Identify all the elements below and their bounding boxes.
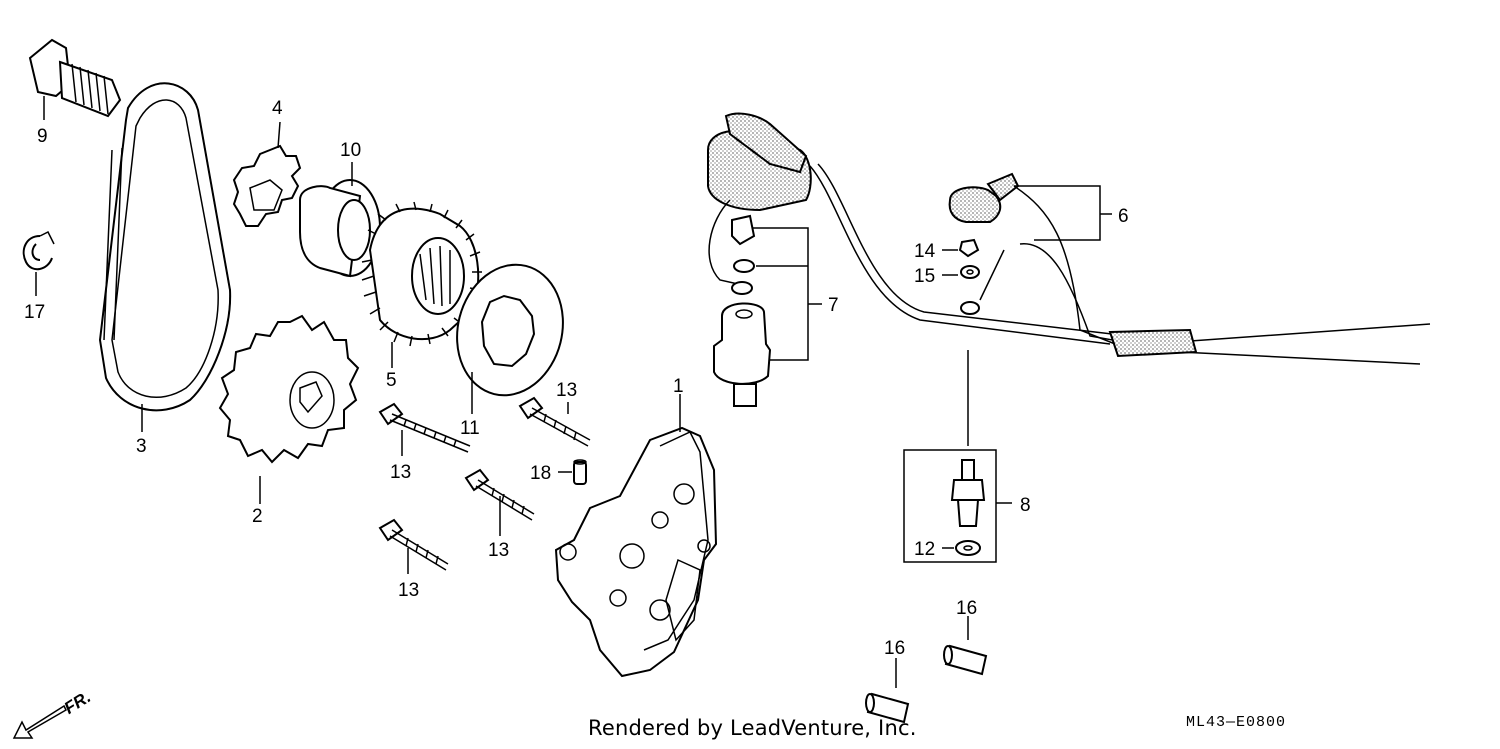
callout-13: 13: [398, 580, 419, 601]
callout-14: 14: [914, 241, 936, 262]
oil-pump-part[interactable]: [554, 426, 718, 678]
washer-part[interactable]: [960, 265, 980, 279]
callout-labels: 1 2 3 4 5 6 7 8 9 10 11 12 13 13 13 13 1…: [24, 98, 1129, 659]
render-credit: Rendered by LeadVenture, Inc.: [588, 716, 917, 740]
neutral-switch-part[interactable]: [903, 449, 997, 563]
callout-2: 2: [252, 506, 263, 527]
callout-17: 17: [24, 302, 45, 323]
callout-10: 10: [340, 140, 361, 161]
nut-part[interactable]: [958, 238, 980, 258]
collar-part[interactable]: [299, 179, 381, 278]
flange-bolt-part[interactable]: [28, 38, 122, 118]
callout-9: 9: [37, 126, 48, 147]
callout-1: 1: [673, 376, 684, 397]
callout-4: 4: [272, 98, 283, 119]
callout-7: 7: [828, 295, 839, 316]
dowel-pin-part[interactable]: [943, 644, 988, 676]
callout-13: 13: [488, 540, 509, 561]
large-sprocket-part[interactable]: [218, 314, 360, 464]
callout-15: 15: [914, 266, 935, 287]
callout-6: 6: [1118, 206, 1129, 227]
callout-16: 16: [956, 598, 977, 619]
callout-11: 11: [460, 418, 480, 439]
diagram-code: ML43—E0800: [1186, 714, 1287, 731]
sealing-washer-part[interactable]: [955, 540, 981, 556]
circlip-part[interactable]: [22, 230, 55, 271]
callout-13: 13: [556, 380, 577, 401]
dowel-pin-part[interactable]: [865, 692, 910, 724]
leader-lines: [12, 96, 1112, 739]
bolt-part[interactable]: [378, 518, 449, 571]
neutral-switch-lead-part[interactable]: [948, 172, 1431, 365]
small-sprocket-part[interactable]: [232, 144, 302, 227]
callout-16: 16: [884, 638, 905, 659]
callout-5: 5: [386, 370, 397, 391]
dowel-pin-part[interactable]: [573, 459, 587, 485]
callout-3: 3: [136, 436, 147, 457]
callout-18: 18: [530, 463, 551, 484]
callout-12: 12: [914, 539, 935, 560]
callout-13: 13: [390, 462, 411, 483]
friction-disk-part[interactable]: [444, 253, 577, 406]
bolt-part[interactable]: [518, 396, 591, 447]
bolt-part[interactable]: [464, 468, 535, 521]
cam-chain-part[interactable]: [98, 82, 232, 412]
bolt-part[interactable]: [378, 402, 471, 453]
oil-pressure-switch-part[interactable]: [707, 112, 1113, 407]
callout-8: 8: [1020, 495, 1031, 516]
